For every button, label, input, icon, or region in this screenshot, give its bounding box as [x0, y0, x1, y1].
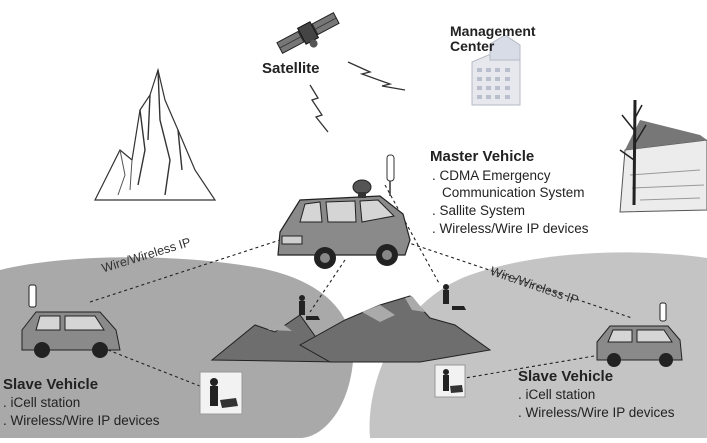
- master-vehicle-suv-icon: [278, 196, 410, 269]
- satellite-label: Satellite: [262, 60, 320, 77]
- slave-vehicle-left-title: Slave Vehicle: [3, 376, 98, 393]
- management-center-label-line2: Center: [450, 39, 494, 54]
- slave-vehicle-right-item: . iCell station: [518, 386, 595, 404]
- wireless-signal-icon: [310, 62, 405, 132]
- mountain-peak-icon: [95, 70, 215, 200]
- master-vehicle-item: . Sallite System: [432, 202, 525, 220]
- antenna-icon: [387, 155, 394, 196]
- satellite-dish-icon: [353, 180, 371, 198]
- slave-vehicle-left-item: . Wireless/Wire IP devices: [3, 412, 160, 430]
- master-vehicle-item: Communication System: [442, 184, 585, 202]
- slave-vehicle-right-item: . Wireless/Wire IP devices: [518, 404, 675, 422]
- soldier-dog-photo-left: [200, 372, 242, 414]
- master-vehicle-item: . Wireless/Wire IP devices: [432, 220, 589, 238]
- lake-tree-icon: [620, 100, 707, 212]
- slave-vehicle-right-title: Slave Vehicle: [518, 368, 613, 385]
- satellite-icon: [276, 10, 344, 62]
- slave-vehicle-left-item: . iCell station: [3, 394, 80, 412]
- master-vehicle-title: Master Vehicle: [430, 148, 534, 165]
- soldier-dog-photo-right: [435, 365, 465, 397]
- management-center-label-line1: Management: [450, 24, 536, 39]
- master-vehicle-item: . CDMA Emergency: [432, 167, 551, 185]
